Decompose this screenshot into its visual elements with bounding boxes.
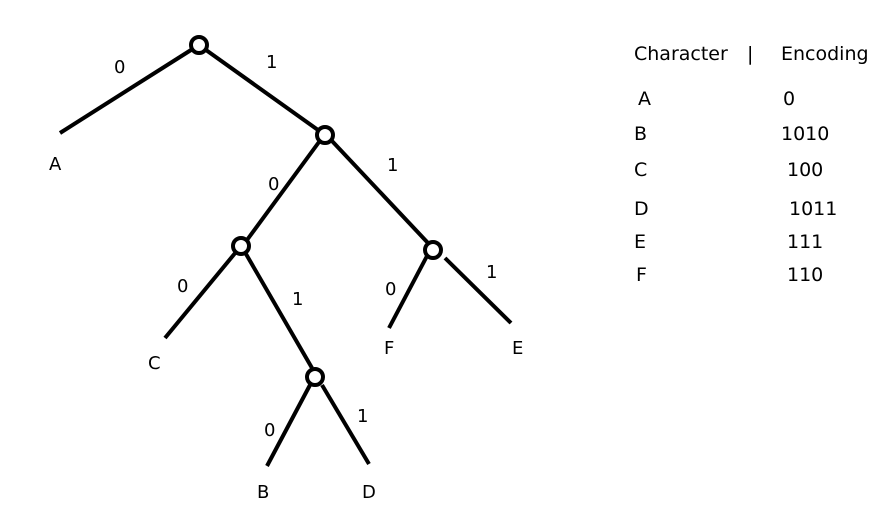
leaf-label-b: B	[257, 482, 269, 503]
row-encoding: 1010	[781, 123, 830, 145]
edge-label-n1-n3: 1	[387, 155, 398, 176]
edge-label-n2-n4: 1	[292, 289, 303, 310]
leaf-label-c: C	[148, 353, 161, 374]
edge-n3-f	[387, 255, 429, 329]
row-encoding: 0	[783, 88, 796, 110]
row-encoding: 100	[787, 159, 824, 181]
edge-n4-d	[320, 383, 371, 466]
edge-label-root-a: 0	[114, 57, 125, 78]
leaf-label-e: E	[512, 338, 523, 359]
row-character: D	[634, 198, 649, 220]
edge-n1-n2	[245, 140, 321, 242]
row-character: C	[634, 159, 648, 181]
edge-n4-b	[265, 384, 312, 467]
edge-label-n2-c: 0	[177, 276, 188, 297]
edge-label-n4-d: 1	[357, 406, 368, 427]
internal-node-2	[231, 236, 251, 256]
header-encoding: Encoding	[781, 43, 869, 65]
row-encoding: 1011	[789, 198, 838, 220]
row-encoding: 110	[787, 264, 824, 286]
huffman-tree: 0 1 0 1 0 1 0 1 0 1 A C F E B D	[49, 35, 523, 503]
header-character: Character	[634, 43, 728, 65]
row-character: A	[638, 88, 651, 110]
leaf-label-d: D	[362, 482, 376, 503]
edge-root-a	[58, 48, 193, 135]
edge-label-root-n1: 1	[266, 52, 277, 73]
edge-n3-e	[443, 256, 513, 325]
row-character: E	[634, 231, 647, 253]
edge-n2-c	[163, 250, 238, 340]
row-encoding: 111	[787, 231, 824, 253]
internal-node-4	[305, 367, 325, 387]
internal-node-1	[315, 125, 335, 145]
root-node	[189, 35, 209, 55]
internal-node-3	[423, 240, 443, 260]
leaf-label-a: A	[49, 154, 62, 175]
edge-n2-n4	[244, 252, 314, 370]
row-character: B	[634, 123, 648, 145]
edge-label-n3-e: 1	[486, 262, 497, 283]
row-character: F	[636, 264, 647, 286]
edge-label-n3-f: 0	[385, 279, 396, 300]
header-separator: |	[747, 43, 754, 65]
edge-n1-n3	[330, 139, 430, 245]
edge-label-n4-b: 0	[264, 420, 275, 441]
leaf-label-f: F	[384, 338, 394, 359]
edge-root-n1	[204, 48, 320, 132]
edge-label-n1-n2: 0	[268, 174, 279, 195]
